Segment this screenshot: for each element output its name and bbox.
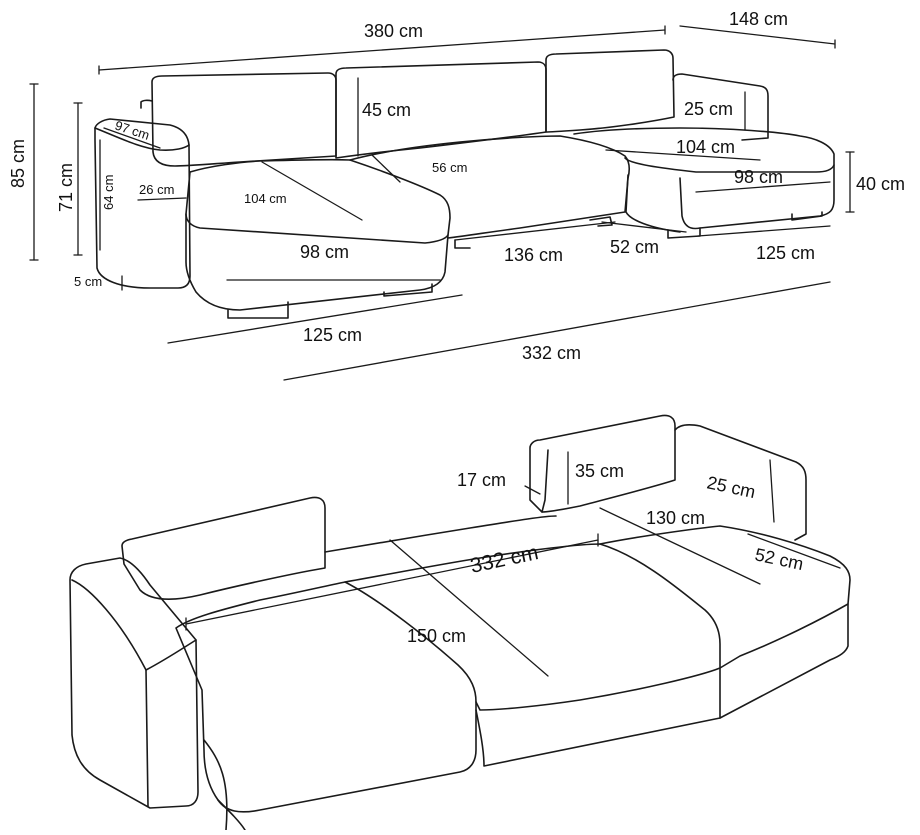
left-chaise-base-shape xyxy=(185,213,449,311)
label-right-chaise-width: 98 cm xyxy=(734,167,783,187)
bed-right-backrest-shape xyxy=(529,414,676,513)
label-left-chaise-width: 98 cm xyxy=(300,242,349,262)
dim-line-left-chaise-length xyxy=(261,161,363,221)
dim-line-center-width xyxy=(454,221,616,241)
dim-line-rear-length xyxy=(599,507,761,585)
bed-left-seat-base xyxy=(203,739,246,831)
dim-line-right-chaise-length xyxy=(605,149,761,161)
label-bed-length: 332 cm xyxy=(468,541,540,578)
bed-left-backrest-shape xyxy=(121,496,326,600)
label-total-height: 85 cm xyxy=(8,139,28,188)
dim-line-seat-depth xyxy=(371,154,401,183)
label-left-footprint: 125 cm xyxy=(303,325,362,345)
bed-right-seat-shape xyxy=(599,525,851,669)
bed-left-armrest-shape xyxy=(69,557,199,809)
dim-line-arm-width xyxy=(137,197,187,201)
label-leg-height: 5 cm xyxy=(74,274,102,289)
center-seat-feet xyxy=(454,216,613,249)
label-chaise-depth: 148 cm xyxy=(729,9,788,29)
label-seat-height: 40 cm xyxy=(856,174,905,194)
bed-center-seat-base xyxy=(475,667,721,767)
dim-line-chaise-depth xyxy=(679,25,836,45)
label-chaise-back-height: 25 cm xyxy=(684,99,733,119)
back-cushion-left-shape xyxy=(151,72,337,167)
label-armrest-depth: 97 cm xyxy=(113,118,151,143)
dim-line-bed-width xyxy=(389,539,549,677)
label-center-width: 136 cm xyxy=(504,245,563,265)
label-right-chaise-length: 104 cm xyxy=(676,137,735,157)
bed-back-rail xyxy=(324,515,557,553)
dim-line-bed-length xyxy=(283,281,831,381)
dim-line-right-chaise-width xyxy=(695,181,831,193)
top-labels: 380 cm 148 cm 85 cm 71 cm 64 cm 97 cm 26… xyxy=(8,9,905,363)
left-chaise-feet xyxy=(227,283,433,319)
label-bed-length-top: 332 cm xyxy=(522,343,581,363)
label-side-depth: 52 cm xyxy=(753,544,805,574)
dim-line-arm-depth xyxy=(103,127,161,149)
right-armrest-shape xyxy=(672,73,769,141)
left-chaise-cushion-shape xyxy=(185,158,451,244)
dim-line-overall-length xyxy=(98,29,666,71)
label-armrest-width: 26 cm xyxy=(139,182,174,197)
back-cushion-right-shape xyxy=(545,49,675,133)
right-chaise-feet xyxy=(667,211,823,239)
label-back-depth: 25 cm xyxy=(705,472,757,502)
bed-center-seat-shape xyxy=(344,543,721,711)
label-rear-length: 130 cm xyxy=(646,508,705,528)
dim-line-left-footprint xyxy=(167,294,463,344)
sofa-top-outline xyxy=(94,49,835,319)
label-right-footprint: 125 cm xyxy=(756,243,815,263)
dim-line-side-depth xyxy=(747,533,841,569)
bottom-dimension-lines xyxy=(185,451,841,677)
dim-line-right-footprint xyxy=(697,225,831,237)
top-dimension-lines xyxy=(29,25,855,381)
dim-line-arm-gap xyxy=(524,485,541,495)
bed-right-armrest-shape xyxy=(674,424,807,541)
label-backrest-height: 45 cm xyxy=(362,100,411,120)
dim-line-bed-length xyxy=(185,539,599,625)
bed-left-armrest-edge xyxy=(71,579,149,807)
label-overall-length: 380 cm xyxy=(364,21,423,41)
dim-line-back-depth xyxy=(769,459,775,523)
label-armrest-height: 64 cm xyxy=(101,175,116,210)
left-armrest-shape xyxy=(94,118,191,289)
label-chaise-gap: 52 cm xyxy=(610,237,659,257)
center-seat-shape xyxy=(349,135,631,239)
label-height-to-armrest: 71 cm xyxy=(56,163,76,212)
back-frame-left xyxy=(140,99,153,109)
back-cushion-center-shape xyxy=(335,61,547,159)
label-arm-gap: 17 cm xyxy=(457,470,506,490)
label-left-chaise-length: 104 cm xyxy=(244,191,287,206)
label-back-height: 35 cm xyxy=(575,461,624,481)
label-bed-width: 150 cm xyxy=(407,626,466,646)
dim-line-chaise-gap xyxy=(601,221,687,233)
right-chaise-base-shape xyxy=(625,164,835,233)
right-chaise-cushion-shape xyxy=(573,127,835,173)
bed-right-seat-base xyxy=(719,603,849,719)
label-seat-depth: 56 cm xyxy=(432,160,467,175)
sofa-bed-outline xyxy=(69,414,851,831)
left-armrest-top-edge xyxy=(94,127,190,151)
bottom-labels: 332 cm 150 cm 35 cm 17 cm 25 cm 130 cm 5… xyxy=(407,461,805,646)
